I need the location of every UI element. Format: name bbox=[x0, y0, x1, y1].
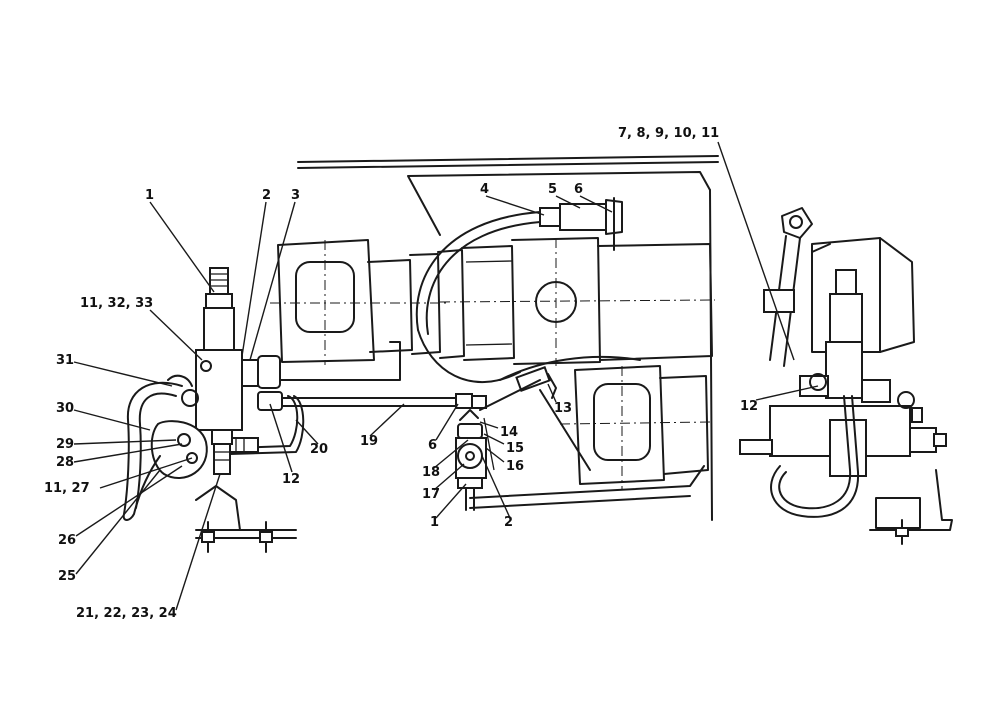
callout-6: 6 bbox=[574, 182, 583, 197]
callout-28: 28 bbox=[56, 455, 74, 470]
callout-30: 30 bbox=[56, 401, 74, 416]
callout-29: 29 bbox=[56, 437, 74, 452]
callout-13: 13 bbox=[554, 401, 572, 416]
left-distributor bbox=[122, 267, 297, 553]
callout-labels: 1 2 3 4 5 6 7, 8, 9, 10, 11 11, 32, 33 3… bbox=[44, 126, 758, 621]
callout-6-center: 6 bbox=[428, 438, 437, 453]
callout-1-center: 1 bbox=[430, 515, 439, 530]
callout-12-right: 12 bbox=[740, 399, 758, 414]
callout-20: 20 bbox=[310, 442, 328, 457]
callout-19: 19 bbox=[360, 434, 378, 449]
callout-2-center: 2 bbox=[504, 515, 513, 530]
callout-15: 15 bbox=[506, 441, 524, 456]
callout-11-32-33: 11, 32, 33 bbox=[80, 296, 153, 311]
central-motor bbox=[415, 197, 716, 383]
distribution-pipe bbox=[229, 341, 457, 455]
callout-4: 4 bbox=[480, 182, 489, 197]
callout-7-8-9-10-11: 7, 8, 9, 10, 11 bbox=[618, 126, 719, 141]
center-distributor bbox=[455, 379, 541, 511]
callout-26: 26 bbox=[58, 533, 76, 548]
leader-lines bbox=[73, 141, 819, 611]
lower-motor bbox=[469, 355, 713, 509]
callout-11-27: 11, 27 bbox=[44, 481, 90, 496]
callout-25: 25 bbox=[58, 569, 76, 584]
callout-12-left: 12 bbox=[282, 472, 300, 487]
callout-21-22-23-24: 21, 22, 23, 24 bbox=[76, 606, 177, 621]
callout-31: 31 bbox=[56, 353, 74, 368]
callout-18: 18 bbox=[422, 465, 440, 480]
callout-5: 5 bbox=[548, 182, 557, 197]
callout-3: 3 bbox=[291, 188, 300, 203]
callout-17: 17 bbox=[422, 487, 440, 502]
left-motor bbox=[270, 239, 450, 365]
side-view bbox=[739, 207, 953, 545]
callout-2: 2 bbox=[262, 188, 271, 203]
callout-14: 14 bbox=[500, 425, 518, 440]
callout-1: 1 bbox=[145, 188, 154, 203]
callout-16: 16 bbox=[506, 459, 524, 474]
